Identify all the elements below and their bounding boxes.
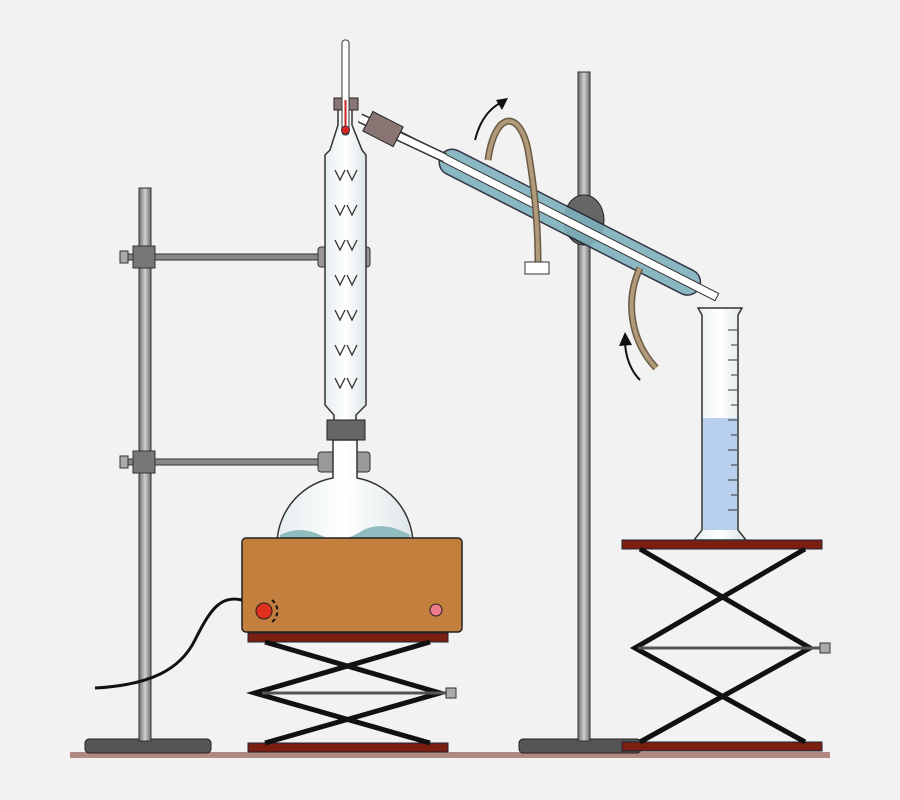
- power-cord: [94, 597, 243, 690]
- liebig-condenser: [375, 120, 720, 302]
- left-lab-jack: [245, 632, 457, 753]
- bench-surface: [70, 752, 830, 758]
- fractionating-column: [324, 97, 367, 431]
- thermometer: [341, 39, 350, 136]
- indicator-light: [429, 603, 443, 617]
- power-button[interactable]: [255, 602, 273, 620]
- right-lab-jack: [621, 539, 831, 752]
- graduated-cylinder: [692, 307, 748, 541]
- hot-plate: [241, 537, 463, 633]
- distillate: [703, 418, 737, 530]
- right-retort-stand: [518, 71, 642, 754]
- side-arm-stopper: [362, 110, 404, 148]
